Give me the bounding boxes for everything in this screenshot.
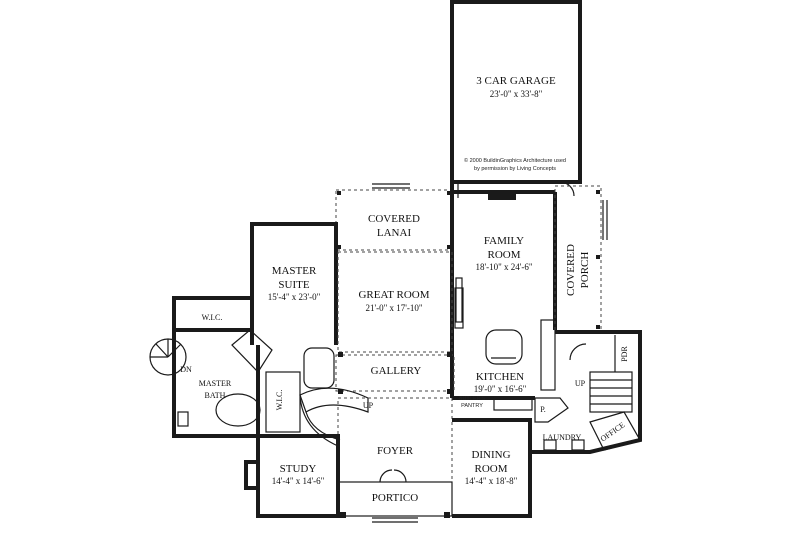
- butlers-pantry-line1: BUTLER'S: [459, 396, 486, 402]
- master-bath: [149, 330, 261, 438]
- master-bath-line1: MASTER: [199, 379, 232, 388]
- great-room-name: GREAT ROOM: [358, 289, 429, 301]
- kitchen-name: KITCHEN: [476, 371, 524, 383]
- pdr-label: PDR: [620, 346, 629, 362]
- master-suite-dims: 15'-4" x 23'-0": [268, 292, 321, 302]
- kitchen-dims: 19'-0" x 16'-6": [474, 384, 527, 394]
- covered-porch: [554, 185, 608, 333]
- copyright-line1: © 2000 BuildinGraphics Architecture used: [464, 157, 566, 164]
- dining-line1: DINING: [471, 449, 510, 461]
- family-kitchen-block: [450, 182, 557, 398]
- lanai-line2: LANAI: [377, 227, 412, 239]
- dining-room: [452, 418, 532, 518]
- master-suite: [250, 222, 338, 345]
- family-room-line1: FAMILY: [484, 235, 524, 247]
- study-name: STUDY: [280, 463, 317, 475]
- foyer-name: FOYER: [377, 445, 414, 457]
- walk-in-closet-side: [231, 329, 301, 433]
- main-stair-up: UP: [363, 401, 374, 410]
- gallery: [303, 347, 455, 394]
- foyer: [337, 397, 453, 483]
- family-room-dims: 18'-10" x 24'-6": [475, 262, 532, 272]
- portico-name: PORTICO: [372, 492, 418, 504]
- portico: [337, 481, 453, 523]
- master-bath-line2: BATH: [205, 391, 226, 400]
- study-dims: 14'-4" x 14'-6": [272, 476, 325, 486]
- master-suite-line1: MASTER: [272, 265, 317, 277]
- wic-top-label: W.I.C.: [202, 313, 223, 322]
- copyright-line2: by permission by Living Concepts: [474, 166, 556, 172]
- gallery-name: GALLERY: [371, 365, 422, 377]
- wic-side-label: W.I.C.: [275, 390, 284, 411]
- great-room-dims: 21'-0" x 17'-10": [365, 303, 422, 313]
- porch-line2: PORCH: [579, 252, 591, 289]
- garage-dims: 23'-0" x 33'-8": [490, 89, 543, 99]
- great-room: [337, 251, 463, 353]
- master-suite-line2: SUITE: [278, 279, 309, 291]
- pantry-label: P.: [540, 405, 546, 414]
- lanai-line1: COVERED: [368, 213, 420, 225]
- porch-line1: COVERED: [565, 244, 577, 296]
- dn-label: DN: [180, 365, 192, 374]
- dining-dims: 14'-4" x 18'-8": [465, 476, 518, 486]
- garage-name: 3 CAR GARAGE: [476, 75, 556, 87]
- dining-line2: ROOM: [474, 463, 507, 475]
- main-stair: [299, 387, 369, 447]
- office-label: OFFICE: [599, 420, 627, 443]
- family-room-line2: ROOM: [487, 249, 520, 261]
- laundry-label: LAUNDRY: [543, 433, 582, 442]
- butlers-pantry-line2: PANTRY: [461, 403, 483, 409]
- walk-in-closet-top: [172, 296, 252, 332]
- rear-stair-up: UP: [575, 379, 586, 388]
- kitchen-pantries: [452, 396, 569, 423]
